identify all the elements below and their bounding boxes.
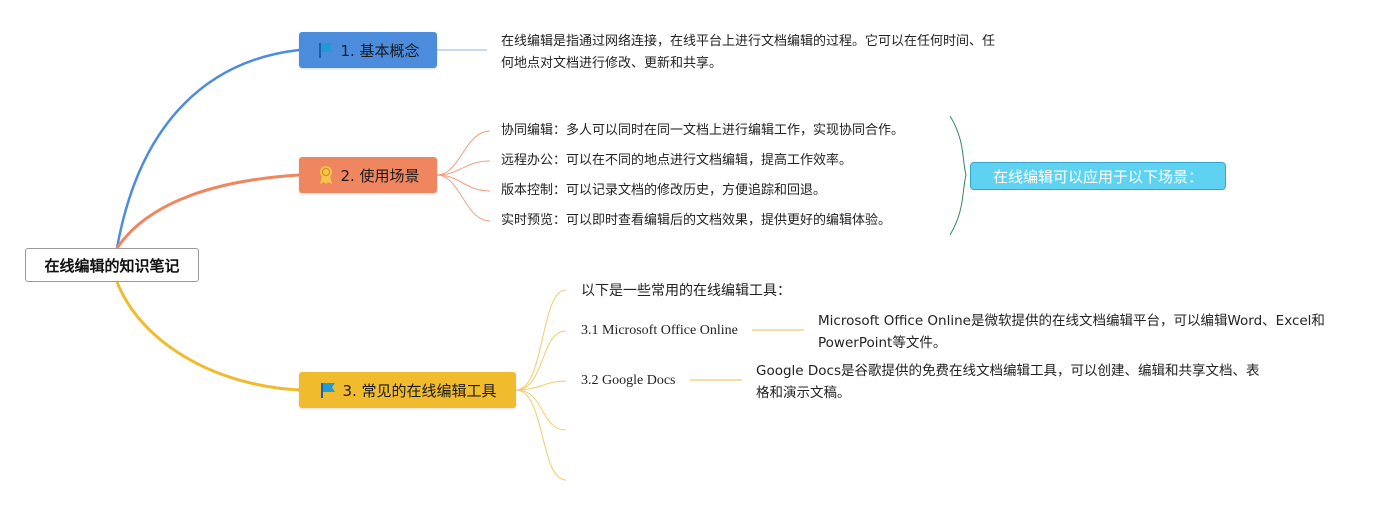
branch-label: 2. 使用场景 <box>340 166 420 185</box>
link-tool-empty-2 <box>515 389 567 481</box>
link-tool-intro <box>515 289 567 391</box>
link-tool-empty-1 <box>515 389 567 431</box>
branch-basic-concept[interactable]: 1. 基本概念 <box>299 32 437 68</box>
summary-brace <box>949 115 967 236</box>
link-tool-1 <box>515 330 567 391</box>
award-ribbon-icon <box>316 165 336 185</box>
root-topic[interactable]: 在线编辑的知识笔记 <box>25 248 199 282</box>
link-root-branch-2 <box>115 173 300 249</box>
link-tool-2 <box>515 380 567 391</box>
tool-name-office-online[interactable]: 3.1 Microsoft Office Online <box>581 323 738 338</box>
link-scene-1 <box>436 130 491 176</box>
link-scene-3 <box>436 174 491 192</box>
concept-description[interactable]: 在线编辑是指通过网络连接，在线平台上进行文档编辑的过程。它可以在任何时间、任何地… <box>501 34 996 71</box>
flag-icon <box>318 380 338 400</box>
flag-icon <box>316 40 336 60</box>
scenario-item[interactable]: 实时预览：可以即时查看编辑后的文档效果，提供更好的编辑体验。 <box>501 213 892 228</box>
link-scene-2 <box>436 160 491 176</box>
link-root-branch-3 <box>115 281 300 392</box>
scenario-item[interactable]: 远程办公：可以在不同的地点进行文档编辑，提高工作效率。 <box>501 153 853 168</box>
link-root-branch-1 <box>115 48 300 249</box>
branch-label: 3. 常见的在线编辑工具 <box>342 381 497 400</box>
scenario-item[interactable]: 版本控制：可以记录文档的修改历史，方便追踪和回退。 <box>501 183 827 198</box>
branch-use-scenarios[interactable]: 2. 使用场景 <box>299 157 437 193</box>
tool-description-google-docs[interactable]: Google Docs是谷歌提供的免费在线文档编辑工具，可以创建、编辑和共享文档… <box>756 363 1260 401</box>
branch-label: 1. 基本概念 <box>340 41 420 60</box>
tool-name-google-docs[interactable]: 3.2 Google Docs <box>581 373 676 388</box>
scenario-item[interactable]: 协同编辑：多人可以同时在同一文档上进行编辑工作，实现协同合作。 <box>501 123 905 138</box>
branch-common-tools[interactable]: 3. 常见的在线编辑工具 <box>299 372 516 408</box>
scenarios-summary[interactable]: 在线编辑可以应用于以下场景： <box>970 162 1226 190</box>
tool-description-office-online[interactable]: Microsoft Office Online是微软提供的在线文档编辑平台，可以… <box>818 313 1325 351</box>
tools-intro[interactable]: 以下是一些常用的在线编辑工具： <box>581 283 791 299</box>
root-topic-label: 在线编辑的知识笔记 <box>44 256 180 275</box>
link-scene-4 <box>436 174 491 222</box>
summary-label: 在线编辑可以应用于以下场景： <box>992 167 1203 186</box>
